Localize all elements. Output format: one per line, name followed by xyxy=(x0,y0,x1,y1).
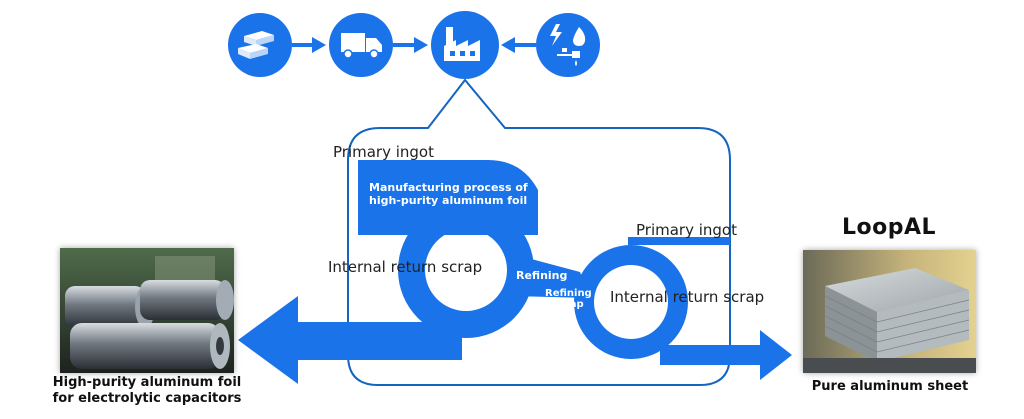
truck-icon xyxy=(329,13,393,77)
loopal-brand-title: LoopAL xyxy=(842,215,937,240)
left-output-arrow xyxy=(238,296,462,384)
process-title-line2: high-purity aluminum foil xyxy=(369,194,528,207)
internal-return-scrap-label-right: Internal return scrap xyxy=(610,288,765,306)
foil-rolls-photo xyxy=(60,248,234,373)
process-title-line1: Manufacturing process of xyxy=(369,181,528,194)
process-title: Manufacturing process of high-purity alu… xyxy=(369,181,528,207)
refining-label: Refining xyxy=(516,269,568,282)
factory-icon xyxy=(431,11,499,79)
ingot-icon xyxy=(228,13,292,77)
right-product-caption: Pure aluminum sheet xyxy=(811,379,969,394)
refining-scrap-line1: Refining xyxy=(545,288,592,299)
refining-connector xyxy=(505,252,590,298)
top-flow-arrows xyxy=(292,37,536,53)
left-product-caption-line2: for electrolytic capacitors xyxy=(52,391,242,406)
foil-process-loop xyxy=(358,160,538,338)
refining-loop xyxy=(574,237,730,359)
refining-scrap-label: Refining scrap xyxy=(545,288,592,310)
primary-ingot-label-right: Primary ingot xyxy=(636,221,737,239)
internal-return-scrap-label-left: Internal return scrap xyxy=(328,258,483,276)
right-output-arrow xyxy=(660,330,792,380)
left-product-caption-line1: High-purity aluminum foil xyxy=(52,375,242,390)
aluminum-sheet-stack-photo xyxy=(803,250,976,373)
energy-water-icon xyxy=(536,13,600,77)
process-boundary-frame xyxy=(347,78,731,386)
primary-ingot-label-left: Primary ingot xyxy=(333,143,434,161)
refining-scrap-line2: scrap xyxy=(553,299,584,310)
left-product-caption: High-purity aluminum foil for electrolyt… xyxy=(40,375,254,407)
